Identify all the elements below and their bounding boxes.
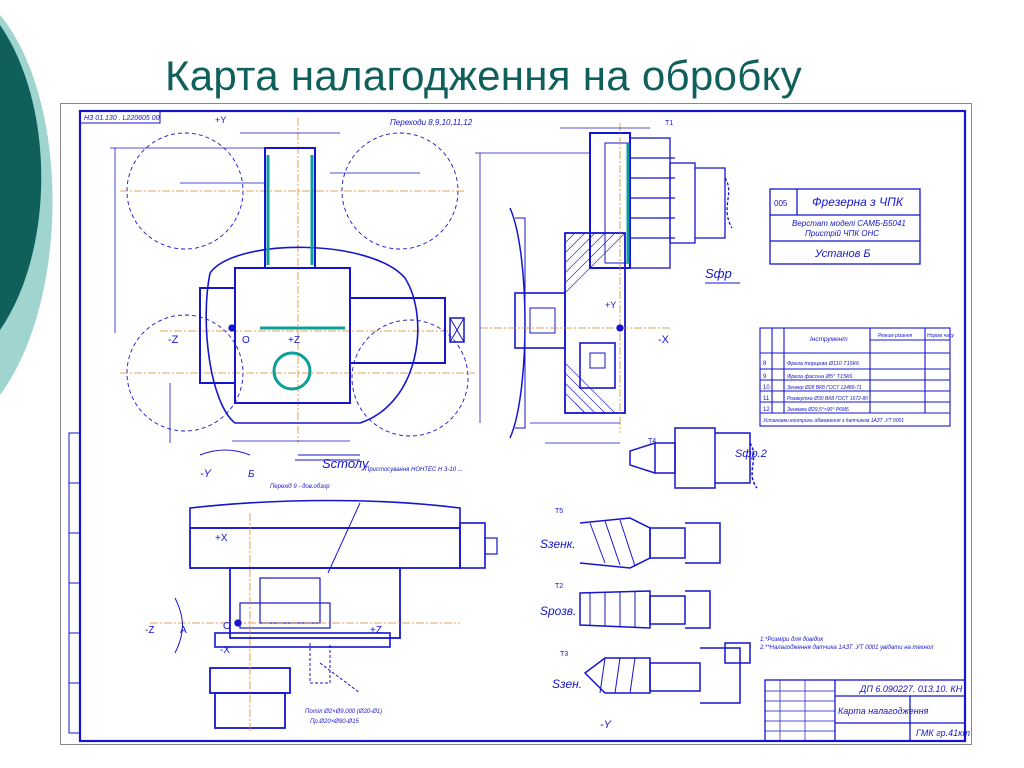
dimension-lines [110,132,420,443]
tool-row-no: 12 [763,407,770,413]
tool-row-no: 11 [763,396,770,402]
label-minus-y-bottom: -Y [600,719,612,731]
tool-table-footnote: Установки контроль обмеження з датчиком … [763,418,904,424]
note-1: 1.*Розміри для довідок [760,637,824,643]
label-t1: Т1 [665,120,673,127]
label-s-zen: Sзен. [552,677,582,691]
tool-t3: Т3 Sзен. -Y [552,642,751,731]
label-s-fr2: Sфр.2 [735,448,767,460]
tool-row-text: Зенкер Ø28 ВК8 ГОСТ 12489-71 [787,385,862,391]
slide-decoration [0,15,53,395]
setup-name: Установ Б [814,248,871,260]
fixture-view: Пристосування НОНТЕС Н 3-10 ... Перехід … [145,467,498,733]
label-minus-x-bottom: -X [220,645,230,656]
doc-title: Карта налагодження [838,706,929,716]
label-minus-y-top: -Y [200,468,212,480]
label-plus-y-top: +Y [215,115,226,125]
tool-row-text: Фреза фасона Ø5° Т15К6 [787,374,853,380]
center-lines [120,118,475,443]
tool-row-text: Фреза торцева Ø110 Т15К6 [787,361,860,367]
note-2: 2.**Налагодження датчика 1АЗТ .УТ 0001 у… [759,645,934,651]
stamp-text: НЗ 01.130 . L220605 00 [84,115,160,122]
stamp-box [79,110,161,124]
label-minus-z-top: -Z [168,334,179,346]
operation-table: 005 Фрезерна з ЧПК Верстат моделі CAMБ-Б… [769,188,921,265]
sheet-border [60,103,972,745]
hatching [564,232,626,414]
tool-row-no: 10 [763,385,770,391]
label-view-a: А [180,625,187,636]
org-name: ГМК гр.41кт [916,728,971,738]
label-t4: Т4 [648,438,656,445]
tool-t4: Т4 Sфр.2 [629,427,767,489]
transitions-header: Переходи 8,9,10,11,12 [390,118,473,127]
tool-row-no: 8 [763,361,767,367]
label-t2: Т2 [555,583,563,590]
tool-table-header-modes: Режим різання [878,333,912,339]
label-minus-x-section: -X [658,334,670,346]
dim-note-1: Потіл Ø2×Ø9,000 (Ø20-Ø1) [305,709,382,715]
label-s-fr: Sфр [705,266,732,281]
label-plus-x-bottom: +X [215,533,228,544]
label-plus-z-top: +Z [288,335,300,346]
tool-row-no: 9 [763,374,767,380]
machine-line-2: Пристрій ЧПК ОНС [805,229,879,238]
tool-table: Інструмент Режим різання Норма часу 8 Фр… [759,327,955,427]
slide-title: Карта налагодження на обробку [165,52,803,99]
operation-name: Фрезерна з ЧПК [812,195,904,209]
tool-row-text: Розвертка Ø30 ВК8 ГОСТ 1672-80 [787,396,868,402]
label-view-b: Б [248,469,255,480]
pattern-circles [126,132,469,437]
part-top-view: +Y -Z O +Z -Y Б Sстолу [110,115,475,480]
binding-strip [68,432,81,734]
label-plus-z-bottom: +Z [370,625,382,636]
label-t5: Т5 [555,508,563,515]
tool-table-header-tool: Інструмент [810,336,848,343]
label-s-rozv: Sрозв. [540,604,576,618]
tool-row-text: Зенківка Ø29,5°×90° Р6М5 [787,407,849,413]
label-t3: Т3 [560,651,568,658]
drawing-frame [78,109,967,743]
pass-note: Перехід 9 - дов.обзор [270,484,330,490]
machine-line-1: Верстат моделі CAMБ-Б5041 [792,219,906,228]
engineering-drawing: НЗ 01.130 . L220605 00 Переходи 8,9,10,1… [60,103,972,745]
label-origin-top: O [242,335,250,346]
cutter-t1 [629,137,733,269]
label-origin-bottom: O [223,621,231,632]
label-s-table: Sстолу [322,456,370,471]
label-plus-y-section: +Y [605,300,616,310]
part-section-view: +Y -X Т1 Sфр [475,120,740,444]
tool-t5: Т5 Sзенк. [540,508,721,569]
operation-number: 005 [774,199,788,208]
tool-t2: Т2 Sрозв. [540,583,711,629]
label-s-zenk: Sзенк. [540,537,576,551]
title-block: ДП 6.090227. 013.10. КН Карта налагоджен… [764,679,971,742]
dim-note-2: Пр.Ø20×Ø90-Ø15 [310,719,360,725]
doc-number: ДП 6.090227. 013.10. КН [859,684,963,694]
fixture-label: Пристосування НОНТЕС Н 3-10 ... [365,467,463,473]
tool-table-header-time: Норма часу [927,333,955,339]
label-minus-z-bottom: -Z [145,625,154,636]
